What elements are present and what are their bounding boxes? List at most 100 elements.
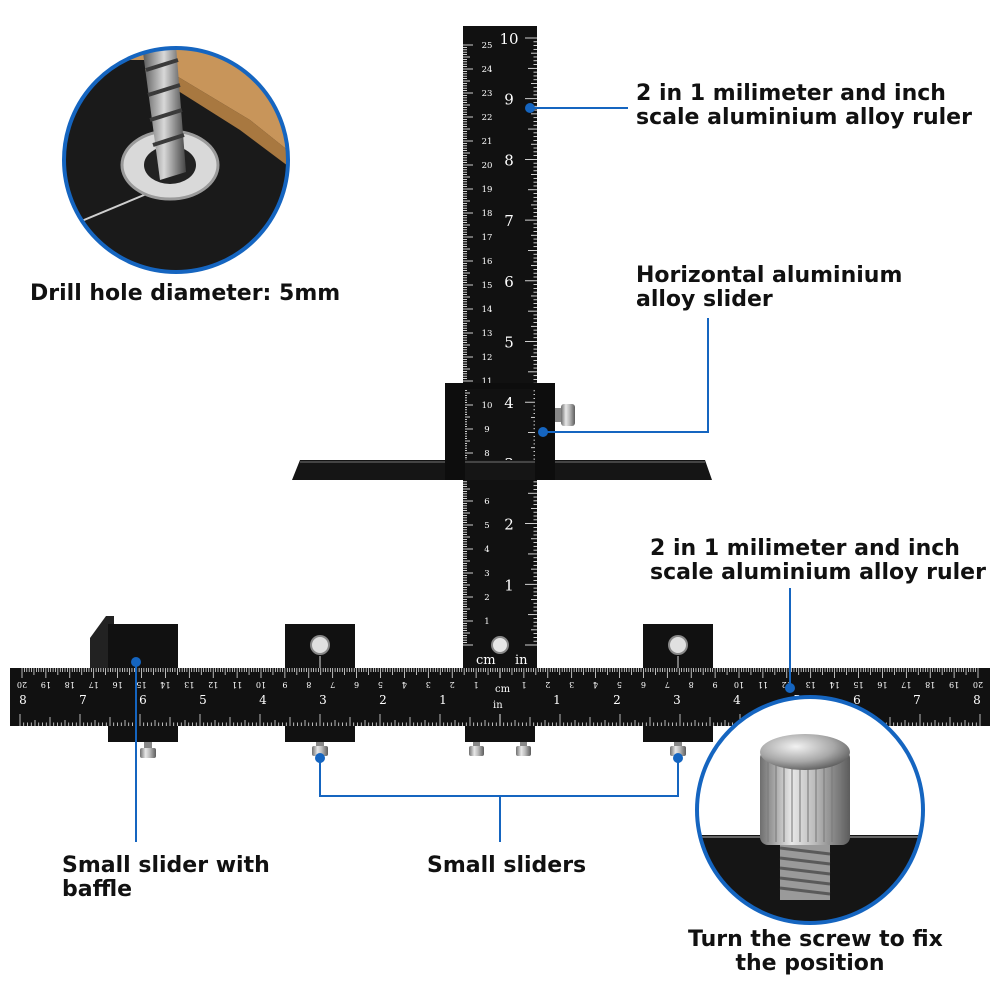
- cm-tick-label: 16: [482, 257, 493, 267]
- cm-tick-label: 8: [689, 680, 694, 689]
- inch-tick-label: 9: [504, 91, 514, 109]
- cm-unit-label: cm: [476, 653, 496, 668]
- inch-tick-label: 6: [139, 693, 147, 707]
- cm-tick-label: 1: [474, 680, 479, 689]
- cm-tick-label: 17: [482, 233, 493, 243]
- small-slider-center[interactable]: [465, 726, 535, 756]
- in-unit-label: in: [493, 700, 503, 711]
- cm-tick-label: 3: [426, 680, 431, 689]
- cm-tick-label: 3: [569, 680, 574, 689]
- drill-detail-image: [62, 46, 290, 274]
- horizontal-slider[interactable]: [292, 383, 712, 480]
- thumb-screw-icon[interactable]: [140, 748, 156, 758]
- cm-tick-label: 6: [484, 497, 489, 507]
- callout-line: 2 in 1 milimeter and inch: [636, 81, 946, 106]
- inch-tick-label: 10: [499, 30, 518, 48]
- cm-tick-label: 4: [593, 680, 598, 689]
- callout-dot-icon: [315, 753, 325, 763]
- horizontal-slider-callout: Horizontal aluminium alloy slider: [636, 264, 902, 312]
- small-slider-left[interactable]: [285, 624, 355, 756]
- inch-tick-label: 4: [733, 693, 741, 707]
- cm-tick-label: 13: [482, 329, 493, 339]
- callout-line: 2 in 1 milimeter and inch: [650, 536, 960, 561]
- vertical-ruler-callout: 2 in 1 milimeter and inch scale aluminiu…: [636, 82, 972, 130]
- inch-tick-label: 3: [319, 693, 327, 707]
- in-unit-label: in: [515, 653, 528, 668]
- cm-tick-label: 5: [484, 521, 489, 531]
- thumb-screw-icon[interactable]: [555, 404, 575, 426]
- baffle-slider[interactable]: [90, 616, 178, 758]
- inch-tick-label: 3: [673, 693, 681, 707]
- baffle-slider-callout: Small slider with baffle: [62, 854, 270, 902]
- cm-tick-label: 17: [901, 680, 911, 689]
- bolt-icon: [310, 635, 330, 655]
- cm-tick-label: 14: [160, 680, 170, 689]
- inch-tick-label: 6: [504, 273, 514, 291]
- callout-line: Small slider with: [62, 853, 270, 878]
- cm-tick-label: 5: [617, 680, 622, 689]
- cm-tick-label: 14: [482, 305, 493, 315]
- cm-tick-label: 4: [484, 545, 489, 555]
- inch-tick-label: 7: [913, 693, 921, 707]
- small-sliders-callout: Small sliders: [427, 853, 587, 878]
- callout-dot-icon: [538, 427, 548, 437]
- cm-tick-label: 8: [484, 449, 489, 459]
- cm-tick-label: 12: [482, 353, 493, 363]
- callout-dot-icon: [131, 657, 141, 667]
- horizontal-ruler-callout: 2 in 1 milimeter and inch scale aluminiu…: [650, 537, 986, 585]
- cm-tick-label: 14: [830, 680, 840, 689]
- screw-detail-image: [695, 695, 925, 925]
- cm-tick-label: 21: [482, 137, 493, 147]
- cm-tick-label: 9: [713, 680, 718, 689]
- cm-tick-label: 12: [208, 680, 218, 689]
- cm-tick-label: 6: [354, 680, 359, 689]
- cm-tick-label: 9: [484, 425, 489, 435]
- cm-tick-label: 11: [482, 377, 493, 387]
- inch-tick-label: 8: [504, 151, 514, 169]
- inch-tick-label: 7: [79, 693, 87, 707]
- cm-tick-label: 6: [641, 680, 646, 689]
- small-slider-right[interactable]: [643, 624, 713, 756]
- inch-tick-label: 8: [19, 693, 27, 707]
- cm-tick-label: 7: [665, 680, 670, 689]
- cm-tick-label: 10: [482, 401, 493, 411]
- thumb-screw-icon[interactable]: [469, 746, 484, 756]
- cm-tick-label: 1: [484, 617, 489, 627]
- thumb-screw-icon[interactable]: [516, 746, 531, 756]
- bolt-icon: [491, 636, 509, 654]
- inch-tick-label: 1: [439, 693, 447, 707]
- cm-tick-label: 18: [925, 680, 935, 689]
- cm-tick-label: 5: [378, 680, 383, 689]
- cm-tick-label: 11: [758, 680, 768, 689]
- cm-tick-label: 4: [402, 680, 407, 689]
- cm-tick-label: 20: [482, 161, 493, 171]
- inch-tick-label: 2: [504, 516, 514, 534]
- vertical-ruler: 2524232221201918171615141312111098765432…: [463, 26, 537, 668]
- callout-line: Turn the screw to fix: [688, 927, 943, 952]
- callout-lines: [135, 107, 791, 842]
- cm-tick-label: 2: [484, 593, 489, 603]
- inch-tick-label: 7: [504, 212, 514, 230]
- inch-tick-label: 1: [504, 576, 514, 594]
- cm-tick-label: 10: [256, 680, 266, 689]
- cm-tick-label: 2: [545, 680, 550, 689]
- cm-tick-label: 10: [734, 680, 744, 689]
- callout-line: alloy slider: [636, 287, 773, 312]
- callout-line: the position: [735, 951, 885, 976]
- cm-tick-label: 24: [482, 65, 493, 75]
- inch-tick-label: 2: [379, 693, 387, 707]
- inch-tick-label: 4: [504, 394, 514, 412]
- inch-tick-label: 1: [553, 693, 561, 707]
- cm-tick-label: 19: [41, 680, 51, 689]
- callout-line: scale aluminium alloy ruler: [636, 105, 972, 130]
- cm-tick-label: 11: [232, 680, 242, 689]
- inch-tick-label: 5: [199, 693, 207, 707]
- thumb-screw-icon[interactable]: [670, 746, 686, 756]
- thumb-screw-icon[interactable]: [312, 746, 328, 756]
- inch-tick-label: 2: [613, 693, 621, 707]
- cm-tick-label: 2: [450, 680, 455, 689]
- cm-tick-label: 20: [973, 680, 983, 689]
- cm-unit-label: cm: [495, 684, 511, 695]
- cm-tick-label: 13: [806, 680, 816, 689]
